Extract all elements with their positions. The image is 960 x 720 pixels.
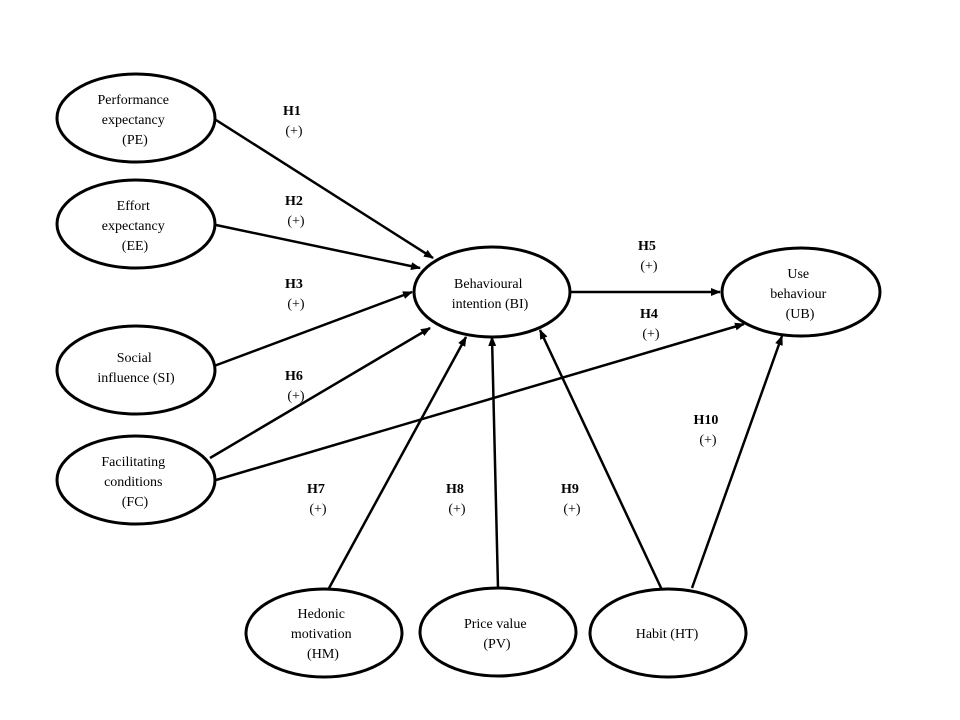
node-pe-line-2: expectancy bbox=[102, 113, 165, 128]
node-bi-line-1: Behavioural bbox=[454, 277, 523, 292]
node-fc-shape bbox=[55, 434, 217, 526]
label-h1: H1 (+) bbox=[283, 102, 305, 139]
edge-hm-bi bbox=[326, 336, 468, 591]
node-ub-line-3: (UB) bbox=[786, 307, 815, 322]
label-h10: H10 (+) bbox=[694, 411, 723, 448]
node-fc: Facilitating conditions (FC) bbox=[55, 434, 217, 526]
label-h6-sign: (+) bbox=[287, 389, 305, 404]
label-h4-id: H4 bbox=[640, 307, 658, 322]
label-h8-id: H8 bbox=[446, 482, 464, 497]
edge-ht-bi bbox=[538, 329, 664, 591]
edge-ht-ub bbox=[690, 335, 784, 589]
node-si-line-2: influence (SI) bbox=[97, 371, 175, 386]
node-fc-label: Facilitating conditions (FC) bbox=[101, 455, 168, 510]
label-h10-sign: (+) bbox=[699, 433, 717, 448]
node-bi-line-2: intention (BI) bbox=[452, 297, 529, 312]
node-ht-label: Habit (HT) bbox=[636, 627, 699, 642]
label-h7-sign: (+) bbox=[309, 502, 327, 517]
label-h2-sign: (+) bbox=[287, 214, 305, 229]
node-si-shape bbox=[55, 324, 217, 416]
label-h4: H4 (+) bbox=[640, 305, 662, 342]
node-pv-line-1: Price value bbox=[464, 617, 527, 632]
node-ht-line-1: Habit (HT) bbox=[636, 627, 699, 642]
node-pv-label: Price value (PV) bbox=[464, 617, 530, 652]
node-ub-line-2: behaviour bbox=[770, 287, 826, 302]
label-h1-sign: (+) bbox=[285, 124, 303, 139]
node-fc-line-3: (FC) bbox=[122, 495, 149, 510]
node-pe-label: Performance expectancy (PE) bbox=[97, 93, 172, 148]
label-h5-sign: (+) bbox=[640, 259, 658, 274]
edge-fc-bi bbox=[209, 326, 431, 460]
node-si: Social influence (SI) bbox=[55, 324, 217, 416]
node-si-label: Social influence (SI) bbox=[97, 351, 175, 386]
node-ub-line-1: Use bbox=[787, 267, 809, 282]
edge-si-bi bbox=[213, 290, 413, 368]
label-h7: H7 (+) bbox=[307, 480, 329, 517]
edge-ee-bi bbox=[215, 223, 421, 271]
label-h8: H8 (+) bbox=[446, 480, 468, 517]
label-h2-id: H2 bbox=[285, 194, 303, 209]
label-h3-sign: (+) bbox=[287, 297, 305, 312]
node-ub-shape bbox=[720, 246, 882, 338]
node-ee-line-3: (EE) bbox=[122, 239, 149, 254]
node-bi-label: Behavioural intention (BI) bbox=[452, 277, 529, 312]
node-ub-label: Use behaviour (UB) bbox=[770, 267, 829, 322]
label-h5-id: H5 bbox=[638, 239, 656, 254]
label-h10-id: H10 bbox=[694, 413, 719, 428]
node-pv-shape bbox=[418, 586, 578, 678]
node-ee-shape bbox=[55, 178, 217, 270]
node-fc-line-1: Facilitating bbox=[101, 455, 165, 470]
node-pe-shape bbox=[55, 72, 217, 164]
node-si-line-1: Social bbox=[117, 351, 152, 366]
label-h9-sign: (+) bbox=[563, 502, 581, 517]
node-pv: Price value (PV) bbox=[418, 586, 578, 678]
node-hm-line-3: (HM) bbox=[307, 647, 339, 662]
label-h5: H5 (+) bbox=[638, 237, 660, 274]
label-h8-sign: (+) bbox=[448, 502, 466, 517]
label-h1-id: H1 bbox=[283, 104, 301, 119]
node-hm-line-1: Hedonic bbox=[298, 607, 345, 622]
node-ht: Habit (HT) bbox=[588, 587, 748, 679]
node-bi-shape bbox=[412, 245, 572, 339]
node-hm-line-2: motivation bbox=[291, 627, 352, 642]
label-h3-id: H3 bbox=[285, 277, 303, 292]
node-ub: Use behaviour (UB) bbox=[720, 246, 882, 338]
node-bi: Behavioural intention (BI) bbox=[412, 245, 572, 339]
label-h9-id: H9 bbox=[561, 482, 579, 497]
label-h4-sign: (+) bbox=[642, 327, 660, 342]
node-ee-label: Effort expectancy (EE) bbox=[102, 199, 168, 254]
edge-pe-bi bbox=[215, 118, 434, 260]
node-pv-line-2: (PV) bbox=[483, 637, 511, 652]
label-h9: H9 (+) bbox=[561, 480, 583, 517]
node-ee: Effort expectancy (EE) bbox=[55, 178, 217, 270]
node-pe-line-1: Performance bbox=[97, 93, 169, 108]
node-ee-line-2: expectancy bbox=[102, 219, 165, 234]
node-hm-shape bbox=[244, 587, 404, 679]
label-h7-id: H7 bbox=[307, 482, 325, 497]
edge-fc-ub bbox=[215, 322, 745, 482]
node-ee-line-1: Effort bbox=[117, 199, 150, 214]
node-pe: Performance expectancy (PE) bbox=[55, 72, 217, 164]
node-fc-line-2: conditions bbox=[104, 475, 162, 490]
label-h3: H3 (+) bbox=[285, 275, 307, 312]
node-pe-line-3: (PE) bbox=[122, 133, 148, 148]
edges bbox=[209, 118, 784, 591]
label-h6: H6 (+) bbox=[285, 367, 307, 404]
node-hm: Hedonic motivation (HM) bbox=[244, 587, 404, 679]
hypothesis-labels: H1 (+) H2 (+) H3 (+) H6 (+) H5 (+) H4 (+… bbox=[283, 102, 723, 517]
node-hm-label: Hedonic motivation (HM) bbox=[291, 607, 355, 662]
label-h6-id: H6 bbox=[285, 369, 303, 384]
node-ht-shape bbox=[588, 587, 748, 679]
label-h2: H2 (+) bbox=[285, 192, 307, 229]
edge-pv-bi bbox=[488, 336, 500, 589]
